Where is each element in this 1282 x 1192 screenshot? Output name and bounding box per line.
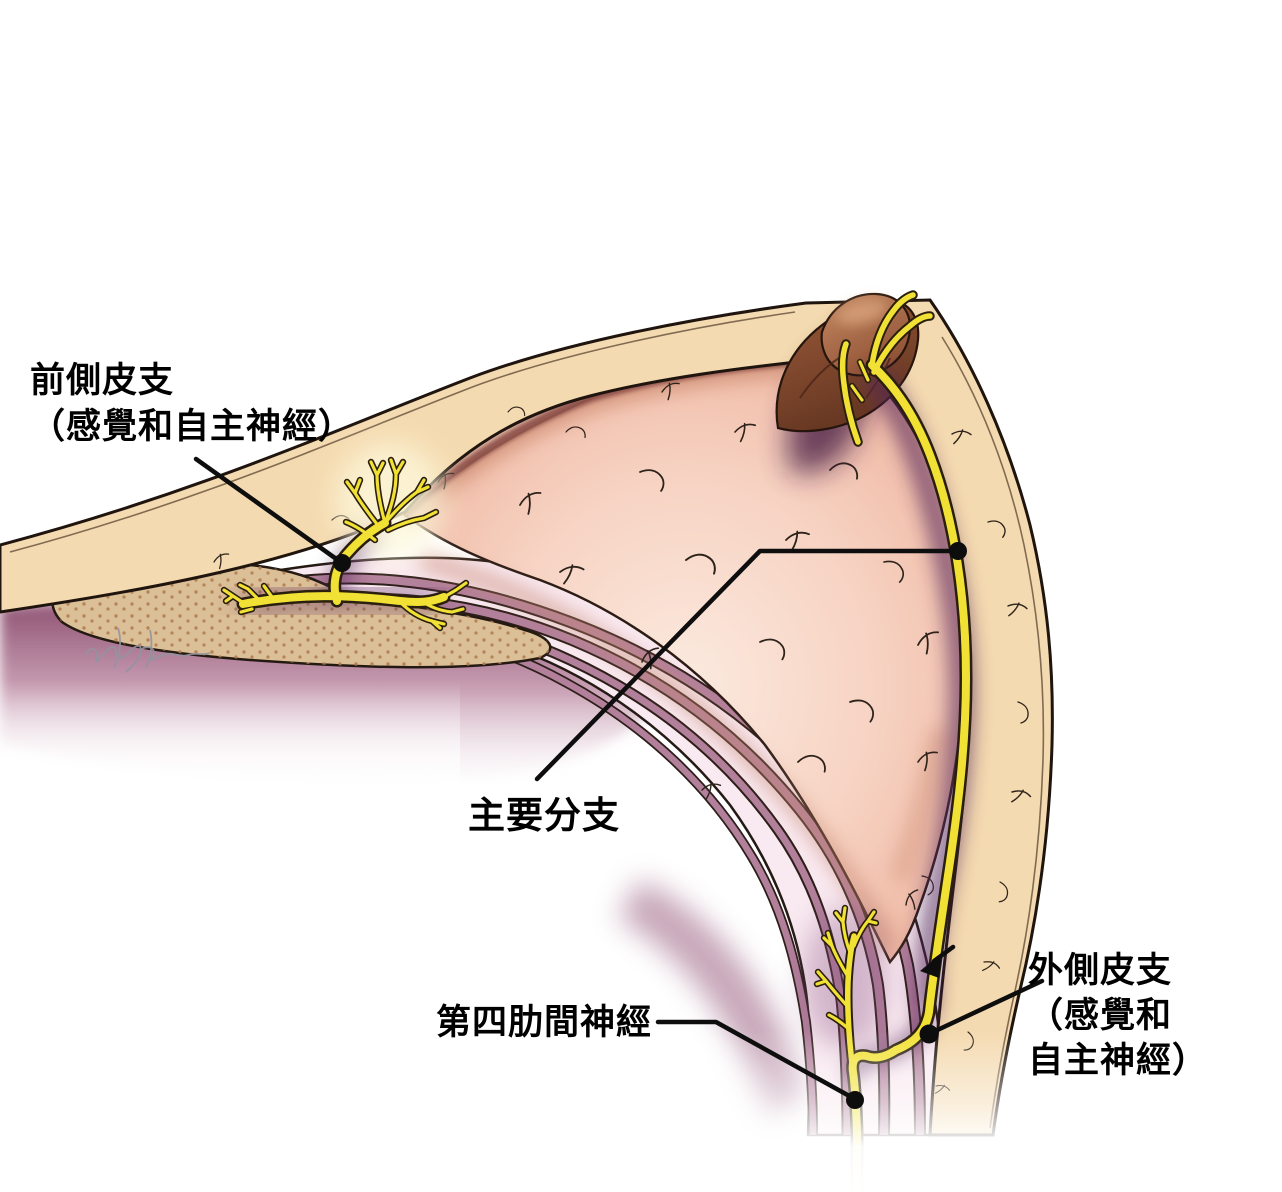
label-line: （感覺和自主神經） (30, 407, 355, 446)
marker-dot-main-branch (949, 542, 967, 560)
label-anterior-cutaneous-branch: 前側皮支 （感覺和自主神經） (30, 358, 354, 450)
label-line: 主要分支 (468, 795, 620, 836)
label-main-branch: 主要分支 (468, 794, 620, 838)
label-line: 自主神經） (1028, 1041, 1209, 1080)
marker-dot-intercostal (846, 1091, 864, 1109)
leader-lateral (928, 978, 1045, 1036)
annotations (193, 456, 1045, 1109)
label-fourth-intercostal-nerve: 第四肋間神經 (436, 1002, 652, 1044)
marker-dot-lateral (919, 1024, 939, 1044)
label-line: 前側皮支 (30, 361, 175, 400)
leader-main-branch (534, 548, 957, 782)
fade-overlays (0, 680, 1282, 1192)
epidermis-line-right (941, 336, 1045, 1129)
label-line: （感覺和 (1028, 996, 1173, 1035)
leader-anterior (193, 456, 345, 566)
epidermis-line-left (9, 311, 796, 553)
pointer-arrow (920, 944, 956, 978)
label-line: 第四肋間神經 (436, 1003, 653, 1042)
label-line: 外側皮支 (1028, 951, 1173, 990)
leader-intercostal (655, 1019, 856, 1101)
artist-signature (85, 627, 211, 673)
label-lateral-cutaneous-branch: 外側皮支 （感覺和 自主神經） (1028, 948, 1208, 1083)
marker-dot-anterior (333, 554, 351, 572)
